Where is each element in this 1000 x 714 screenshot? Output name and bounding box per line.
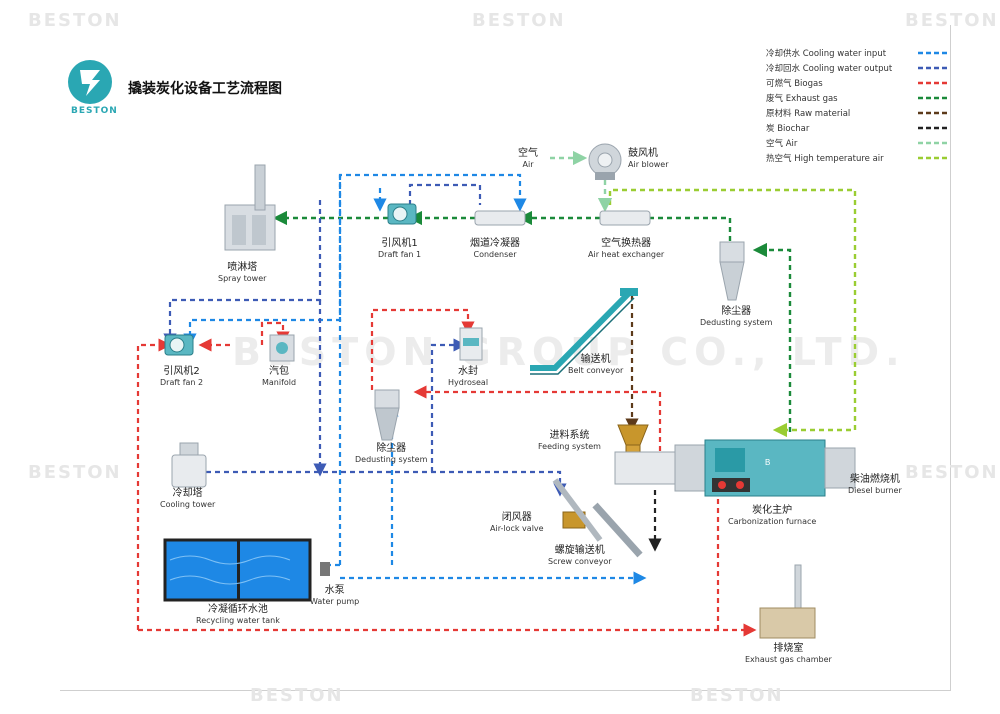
legend-label-en: Cooling water input bbox=[802, 49, 887, 59]
carbonization-furnace-icon: B bbox=[614, 439, 856, 497]
cooling-input-line bbox=[338, 173, 527, 565]
air-blower-icon bbox=[588, 143, 622, 180]
legend-label: 炭 Biochar bbox=[766, 122, 809, 134]
legend-label-en: Cooling water output bbox=[802, 64, 893, 74]
legend-swatch bbox=[918, 141, 948, 145]
exhaust-line bbox=[752, 242, 792, 432]
watermark: BESTON bbox=[28, 10, 122, 31]
legend-label-cn: 热空气 bbox=[766, 154, 792, 164]
legend-label-cn: 原材料 bbox=[766, 109, 792, 119]
manifold-icon bbox=[269, 334, 295, 362]
legend-label: 原材料 Raw material bbox=[766, 107, 850, 119]
legend-swatch bbox=[918, 96, 948, 100]
legend-swatch bbox=[918, 81, 948, 85]
legend-swatch bbox=[918, 66, 948, 70]
svg-text:B: B bbox=[765, 458, 770, 467]
belt-conveyor-icon bbox=[530, 288, 638, 375]
cooling-output-line bbox=[163, 200, 322, 347]
legend-label-en: Biochar bbox=[777, 124, 810, 134]
watermark: BESTON bbox=[905, 462, 999, 483]
legend-label-cn: 冷却回水 bbox=[766, 64, 801, 74]
cooling-input-line bbox=[183, 175, 342, 347]
legend-label: 废气 Exhaust gas bbox=[766, 92, 838, 104]
cooling-tower-icon bbox=[171, 442, 207, 488]
legend-label: 冷却回水 Cooling water output bbox=[766, 62, 892, 74]
cooling-output-line bbox=[430, 338, 467, 472]
dedusting-icon bbox=[374, 389, 400, 441]
legend-label-cn: 冷却供水 bbox=[766, 49, 801, 59]
page-title: 撬装炭化设备工艺流程图 bbox=[128, 81, 282, 97]
condenser-icon bbox=[474, 210, 526, 226]
logo-text: BESTON bbox=[71, 106, 118, 116]
legend-label: 冷却供水 Cooling water input bbox=[766, 47, 886, 59]
cooling-output-line bbox=[408, 183, 482, 205]
legend-swatch bbox=[918, 111, 948, 115]
legend-label-en: Biogas bbox=[794, 79, 823, 89]
watermark: BESTON bbox=[472, 10, 566, 31]
watermark: BESTON bbox=[250, 685, 344, 706]
legend-swatch bbox=[918, 126, 948, 130]
legend-swatch bbox=[918, 51, 948, 55]
dedusting-icon bbox=[719, 241, 745, 301]
biogas-line bbox=[413, 385, 662, 460]
biogas-line bbox=[370, 308, 475, 390]
draft-fan-icon bbox=[164, 334, 194, 356]
watermark: BESTON bbox=[28, 462, 122, 483]
legend-label-cn: 废气 bbox=[766, 94, 784, 104]
exhaust-line bbox=[650, 216, 732, 250]
spray-tower-icon bbox=[224, 164, 276, 251]
legend-label-en: High temperature air bbox=[794, 154, 884, 164]
legend-label-cn: 可燃气 bbox=[766, 79, 792, 89]
draft-fan-icon bbox=[387, 203, 417, 225]
legend-label: 可燃气 Biogas bbox=[766, 77, 823, 89]
exhaust-chamber-icon bbox=[759, 564, 816, 639]
legend-swatch bbox=[918, 156, 948, 160]
legend-label: 空气 Air bbox=[766, 137, 797, 149]
legend-label-cn: 炭 bbox=[766, 124, 775, 134]
recycling-tank-icon bbox=[163, 538, 312, 602]
legend-label-en: Raw material bbox=[794, 109, 851, 119]
hydroseal-icon bbox=[459, 327, 483, 361]
beston-logo bbox=[68, 60, 112, 104]
heat-exchanger-icon bbox=[599, 210, 651, 226]
hot-air-line bbox=[608, 188, 857, 438]
biogas-line bbox=[136, 338, 172, 630]
watermark: BESTON bbox=[905, 10, 999, 31]
legend-label-cn: 空气 bbox=[766, 139, 784, 149]
legend-label-en: Exhaust gas bbox=[785, 94, 838, 104]
legend-label-en: Air bbox=[785, 139, 798, 149]
biogas-line bbox=[260, 321, 290, 345]
screw-conveyor-icon bbox=[552, 478, 643, 558]
legend-label: 热空气 High temperature air bbox=[766, 152, 884, 164]
page-frame bbox=[60, 25, 951, 691]
water-pump-icon bbox=[320, 562, 330, 576]
watermark: BESTON bbox=[690, 685, 784, 706]
cooling-output-line bbox=[188, 470, 567, 497]
